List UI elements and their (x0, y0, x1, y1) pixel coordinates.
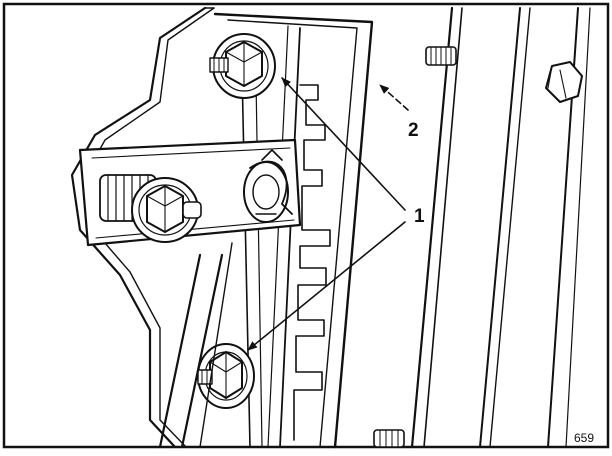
leader-lines (247, 77, 409, 351)
lower-bolt (197, 343, 255, 409)
panel-nut-right (545, 61, 583, 103)
pivot-clip (243, 149, 293, 223)
notched-rail (293, 84, 331, 441)
figure-number: 659 (574, 431, 594, 445)
panel-stud-top (425, 46, 457, 66)
callout-2-label: 2 (408, 120, 419, 141)
panel-stud-bottom (373, 429, 405, 448)
regulator-rod (158, 242, 233, 449)
callout-1-label: 1 (414, 206, 425, 227)
arm-stud (99, 174, 202, 243)
figure-border (2, 2, 610, 449)
upper-bolt (209, 33, 276, 99)
